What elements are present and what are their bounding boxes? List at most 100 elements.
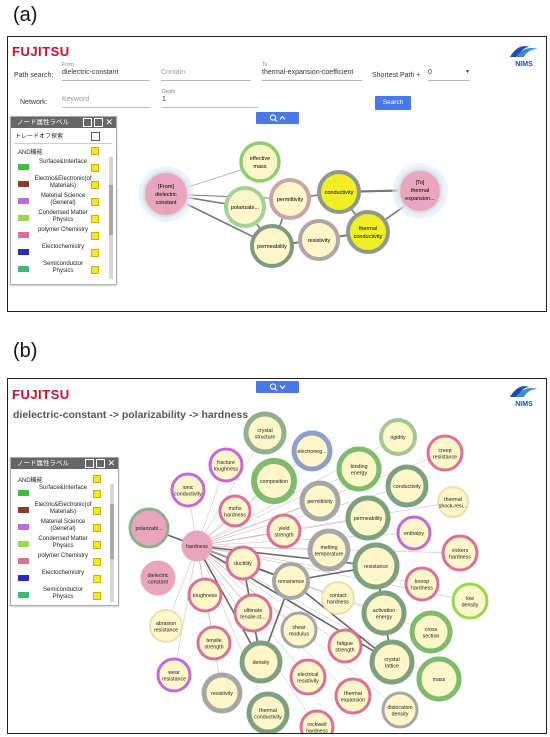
node-rigidity[interactable]: rigidity [379,418,417,456]
legend-checkbox[interactable] [91,181,99,189]
legend-checkbox[interactable] [93,524,101,532]
to-input[interactable]: thermal-expansion-coefficient [262,69,362,81]
node-permeability[interactable]: permeability [345,495,391,541]
node-polarizability[interactable]: polarizabi... [224,186,266,228]
node-effective-mass[interactable]: effective mass [239,141,281,183]
node-permittivity[interactable]: permittivity [269,178,311,220]
node-thermal-conductivity[interactable]: thermal conductivity [346,210,390,254]
legend-checkbox[interactable] [93,490,101,498]
node-conductivity[interactable]: conductivity [385,464,429,508]
maximize-icon[interactable] [94,118,103,127]
node-label: shear [292,625,305,631]
and-checkbox-b[interactable] [93,475,101,483]
legend-checkbox[interactable] [91,164,99,172]
legend-checkbox[interactable] [93,575,101,583]
node-to[interactable]: [To] thermal expansion... [398,169,442,213]
legend-item: Material Science (General) [11,518,118,535]
node-effective-mass-line2: mass [253,164,266,170]
minimize-icon[interactable] [83,118,92,127]
expand-toggle-button[interactable] [256,381,299,393]
node-polarizability[interactable]: polarizabi... [128,507,170,549]
node-circle [404,566,440,602]
legend-checkbox[interactable] [93,507,101,515]
node-resistivity[interactable]: resistivity [298,219,340,261]
close-icon-b[interactable]: ✕ [107,458,115,468]
node-electroneg[interactable]: electroneg... [291,430,333,472]
legend-item: polymer Chemistry [11,226,116,243]
legend-checkbox[interactable] [91,266,99,274]
node-ultimate-tensile[interactable]: ultimatetensile-st... [233,593,273,633]
contain-input[interactable]: Contain [161,69,251,81]
close-icon[interactable]: ✕ [105,117,113,127]
node-resistivity[interactable]: resistivity [201,672,243,714]
node-from[interactable]: [From] dielectric constant [143,171,189,217]
scrollbar-thumb-b[interactable] [110,504,114,559]
node-enthalpy[interactable]: enthalpy [396,515,432,551]
node-permeability-label: permeability [257,244,287,250]
legend-label: Semiconductor Physics [42,261,84,274]
collapse-toggle-button[interactable] [256,112,299,124]
node-circle [246,691,290,733]
edge [173,545,198,676]
tradeoff-row: トレードオフ探索 [11,131,116,141]
from-input[interactable]: dielectric-constant [62,69,150,81]
legend-checkbox[interactable] [91,232,99,240]
node-toughness[interactable]: toughness [187,577,223,613]
keyword-input[interactable]: Keyword [62,96,150,108]
and-checkbox[interactable] [91,147,99,155]
node-resistance[interactable]: resistance [352,542,400,590]
node-density[interactable]: density [239,640,283,684]
maximize-icon-b[interactable] [96,459,105,468]
legend-checkbox[interactable] [93,541,101,549]
search-button[interactable]: Search [375,96,411,110]
legend-checkbox[interactable] [91,249,99,257]
scrollbar-thumb-a[interactable] [109,185,113,235]
depth-select[interactable]: 1 [162,96,258,108]
node-composition[interactable]: composition [251,458,297,504]
node-permittivity[interactable]: permittivity [299,480,341,522]
node-thermal-shock[interactable]: thermalshock-resi... [437,486,469,518]
node-label: hardness [327,599,349,605]
node-hardness[interactable]: hardness [181,530,213,562]
node-conductivity[interactable]: conductivity [317,170,361,214]
legend-checkbox[interactable] [91,215,99,223]
node-mass[interactable]: mass [416,656,462,702]
shortest-path-select[interactable]: 0 ▼ [428,69,470,81]
legend-checkbox[interactable] [91,198,99,206]
minimize-icon-b[interactable] [85,459,94,468]
legend-checkbox[interactable] [93,592,101,600]
scrollbar-a[interactable] [109,157,113,279]
tradeoff-checkbox[interactable] [91,132,100,141]
scrollbar-b[interactable] [110,484,114,602]
node-ductility[interactable]: ductility [225,545,261,581]
node-remanence[interactable]: remanence [272,562,310,600]
node-permeability[interactable]: permeability [250,224,294,268]
legend-checkbox[interactable] [93,558,101,566]
